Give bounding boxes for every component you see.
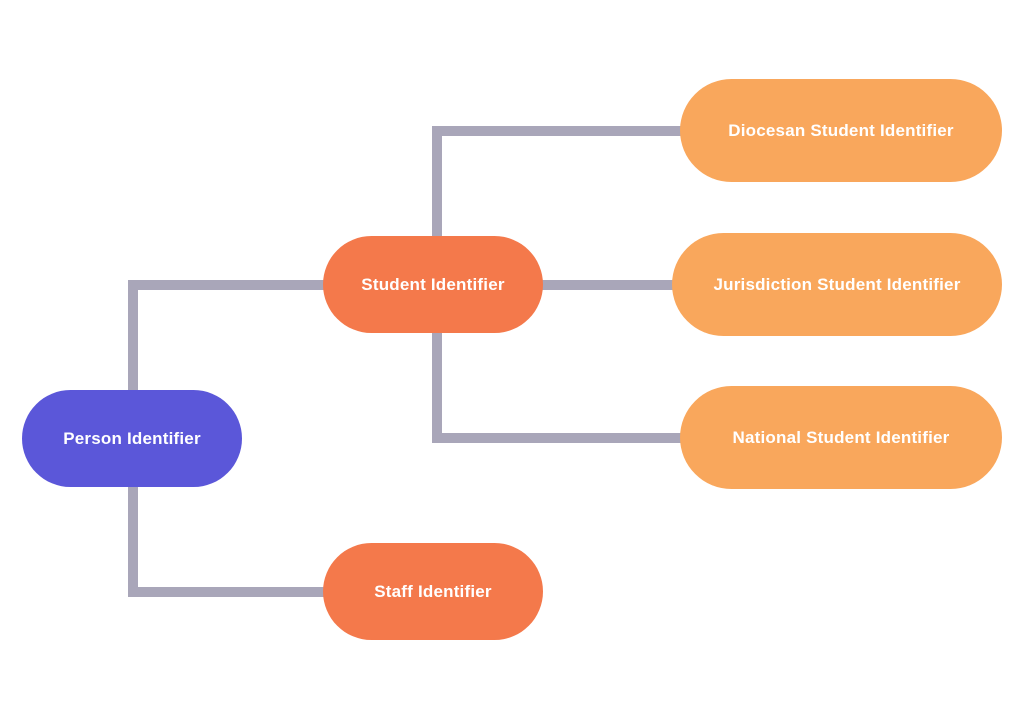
edge-student-diocesan-horizontal [432, 126, 685, 136]
node-student-identifier: Student Identifier [323, 236, 543, 333]
edge-person-student-vertical [128, 285, 138, 397]
node-diocesan-student-identifier: Diocesan Student Identifier [680, 79, 1002, 182]
edge-student-national-horizontal [432, 433, 685, 443]
node-national-student-identifier: National Student Identifier [680, 386, 1002, 489]
edge-student-national-vertical [432, 328, 442, 440]
edge-student-diocesan-vertical [432, 130, 442, 242]
edge-person-staff-vertical [128, 480, 138, 592]
edge-person-staff-horizontal [128, 587, 328, 597]
node-person-identifier: Person Identifier [22, 390, 242, 487]
edge-student-jurisdiction-horizontal [540, 280, 677, 290]
edge-person-student-horizontal [128, 280, 328, 290]
node-staff-identifier: Staff Identifier [323, 543, 543, 640]
node-jurisdiction-student-identifier: Jurisdiction Student Identifier [672, 233, 1002, 336]
